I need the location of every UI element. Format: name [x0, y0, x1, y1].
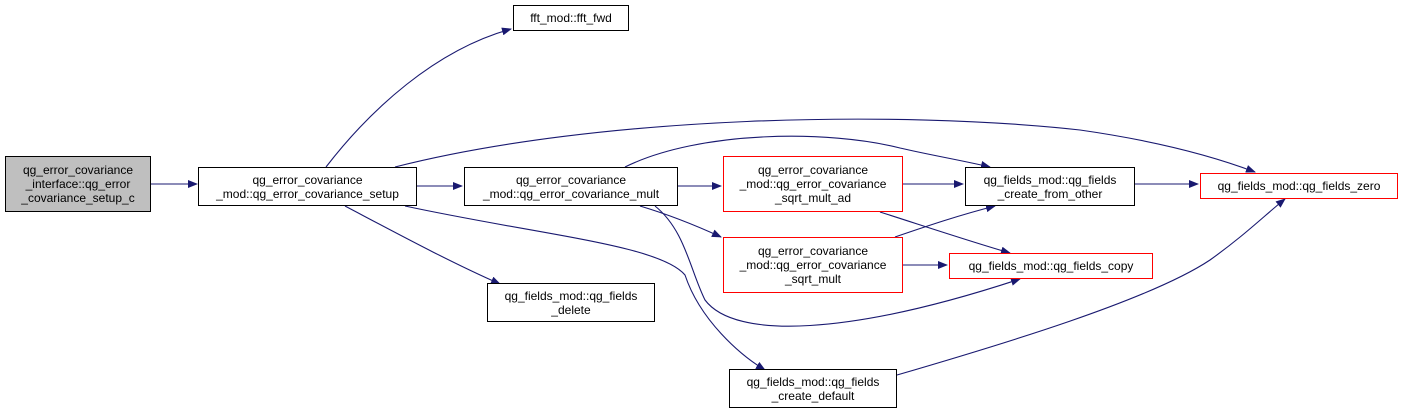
node-label: qg_fields_mod::qg_fields _create_from_ot…: [984, 173, 1117, 201]
node-label-line: _mod::qg_error_covariance_setup: [216, 186, 399, 201]
node-label-line: _mod::qg_error_covariance_mult: [482, 186, 660, 201]
node-create-from-other[interactable]: qg_fields_mod::qg_fields _create_from_ot…: [965, 167, 1135, 206]
node-fields-zero[interactable]: qg_fields_mod::qg_fields_zero: [1200, 173, 1398, 199]
node-label: fft_mod::fft_fwd: [530, 11, 612, 25]
node-label-line: qg_error_covariance: [252, 172, 363, 187]
node-create-default[interactable]: qg_fields_mod::qg_fields _create_default: [729, 369, 897, 408]
node-fields-delete[interactable]: qg_fields_mod::qg_fields _delete: [487, 283, 655, 322]
node-label-line: qg_fields_mod::qg_fields_zero: [1217, 179, 1381, 193]
node-label-line: qg_error_covariance: [515, 172, 627, 187]
node-label-line: _mod::qg_error_covariance: [739, 177, 887, 191]
edge-layer: [151, 27, 1286, 376]
node-label-line: qg_error_covariance: [757, 244, 869, 258]
node-label-line: qg_error_covariance: [22, 163, 134, 177]
node-fft-fwd[interactable]: fft_mod::fft_fwd: [513, 5, 629, 31]
node-label-line: qg_fields_mod::qg_fields_copy: [968, 259, 1134, 273]
node-label-line: _create_default: [771, 388, 855, 403]
node-mult[interactable]: qg_error_covariance _mod::qg_error_covar…: [464, 167, 678, 206]
node-fields-copy[interactable]: qg_fields_mod::qg_fields_copy: [949, 253, 1153, 279]
node-label-line: qg_fields_mod::qg_fields: [983, 172, 1117, 187]
node-label: qg_fields_mod::qg_fields_copy: [969, 259, 1134, 273]
edge-setup-to-fft_fwd: [325, 27, 512, 168]
node-label: qg_error_covariance _mod::qg_error_covar…: [740, 163, 887, 205]
node-label: qg_fields_mod::qg_fields_zero: [1218, 179, 1381, 193]
edge-mult-to-create_from_other: [624, 135, 991, 169]
node-label-line: qg_fields_mod::qg_fields: [746, 374, 880, 389]
node-label-line: _interface::qg_error: [25, 177, 131, 191]
node-label-line: qg_error_covariance: [757, 163, 869, 177]
node-label: qg_error_covariance _mod::qg_error_covar…: [216, 173, 399, 201]
node-setup-c: qg_error_covariance _interface::qg_error…: [5, 156, 151, 212]
node-label: qg_error_covariance _mod::qg_error_covar…: [483, 173, 659, 201]
edge-setup-to-fields_delete: [344, 205, 501, 285]
node-label-line: _delete: [551, 302, 591, 317]
edge-setup-to-fields_zero: [394, 118, 1256, 173]
edge-sqrt_mult-to-create_from_other: [894, 204, 996, 238]
node-sqrt-mult[interactable]: qg_error_covariance _mod::qg_error_covar…: [723, 237, 903, 293]
node-setup[interactable]: qg_error_covariance _mod::qg_error_covar…: [198, 167, 417, 206]
node-label: qg_error_covariance _mod::qg_error_covar…: [740, 244, 887, 286]
node-label-line: qg_fields_mod::qg_fields: [504, 288, 638, 303]
edge-setup-to-create_default: [404, 205, 766, 371]
node-label-line: _sqrt_mult_ad: [774, 191, 852, 205]
node-label-line: _covariance_setup_c: [21, 191, 135, 205]
node-label-line: _mod::qg_error_covariance: [739, 258, 887, 272]
edge-create_default-to-fields_zero: [896, 198, 1286, 376]
node-label-line: _sqrt_mult: [784, 272, 842, 286]
node-sqrt-mult-ad[interactable]: qg_error_covariance _mod::qg_error_covar…: [723, 156, 903, 212]
edge-sqrt_mult_ad-to-fields_copy: [879, 211, 1011, 255]
edge-mult-to-sqrt_mult: [639, 205, 722, 238]
node-label: qg_fields_mod::qg_fields _delete: [505, 289, 638, 317]
node-label: qg_fields_mod::qg_fields _create_default: [747, 375, 880, 403]
node-label: qg_error_covariance _interface::qg_error…: [21, 163, 134, 205]
node-label-line: _create_from_other: [997, 186, 1103, 201]
node-label-line: fft_mod::fft_fwd: [530, 11, 612, 25]
edge-mult-to-fields_copy: [654, 205, 1021, 327]
